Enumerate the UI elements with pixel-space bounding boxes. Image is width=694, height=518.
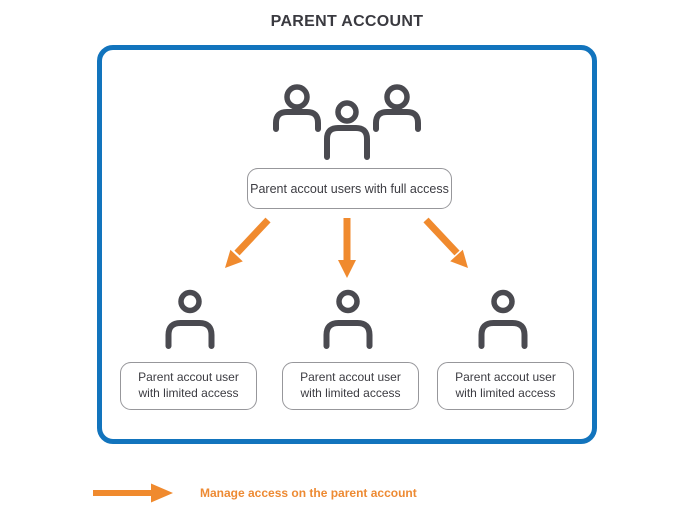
- limited-access-label-line1: Parent accout user: [300, 370, 401, 385]
- users-group-icon: [273, 84, 421, 160]
- page-title: PARENT ACCOUNT: [270, 13, 424, 30]
- limited-access-label-line2: with limited access: [138, 386, 239, 400]
- manage-access-arrows: [225, 217, 468, 278]
- arrow-right-icon: [93, 483, 173, 503]
- limited-access-label: Parent accout user with limited access: [120, 362, 257, 410]
- user-icon: [165, 289, 215, 349]
- limited-access-label: Parent accout user with limited access: [437, 362, 574, 410]
- limited-access-label-line2: with limited access: [455, 386, 556, 400]
- full-access-label: Parent accout users with full access: [247, 168, 452, 209]
- limited-access-label-line1: Parent accout user: [138, 370, 239, 385]
- arrow-down-left-icon: [225, 217, 271, 268]
- user-icon: [323, 289, 373, 349]
- limited-access-label: Parent accout user with limited access: [282, 362, 419, 410]
- limited-access-label-line2: with limited access: [300, 386, 401, 400]
- full-access-label-text: Parent accout users with full access: [250, 181, 449, 196]
- limited-access-label-line1: Parent accout user: [455, 370, 556, 385]
- arrow-down-right-icon: [423, 217, 468, 268]
- arrow-down-icon: [338, 218, 356, 278]
- user-icon: [478, 289, 528, 349]
- legend-label: Manage access on the parent account: [200, 486, 417, 500]
